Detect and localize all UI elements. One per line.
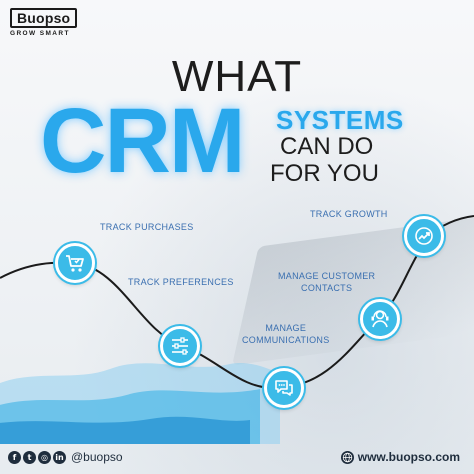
sliders-icon <box>172 337 188 355</box>
social-handle: @buopso <box>71 450 123 464</box>
node-manage-communications <box>264 368 304 408</box>
label-manage-cust-line2: CONTACTS <box>301 283 353 293</box>
linkedin-icon[interactable]: in <box>53 450 66 464</box>
label-manage-customer-contacts: MANAGE CUSTOMER CONTACTS <box>278 270 375 294</box>
node-track-preferences <box>160 326 200 366</box>
node-manage-customer-contacts <box>360 299 400 339</box>
chat-bubbles-icon <box>275 380 293 396</box>
water-splash-decoration <box>0 363 280 444</box>
label-track-purchases: TRACK PURCHASES <box>100 222 194 232</box>
label-manage-comm-line2: COMMUNICATIONS <box>242 335 330 345</box>
headline-can-do: CAN DO <box>280 133 374 160</box>
shopping-cart-icon <box>66 255 84 272</box>
headline-systems: SYSTEMS <box>276 105 404 135</box>
headline-crm: CRM <box>40 90 246 192</box>
brand-tagline: GROW SMART <box>10 30 70 37</box>
node-track-growth <box>404 216 444 256</box>
brand-name: Buopso <box>10 8 78 28</box>
globe-icon <box>340 450 354 464</box>
website: www.buopso.com <box>340 450 460 464</box>
label-track-preferences: TRACK PREFERENCES <box>128 277 234 287</box>
facebook-icon[interactable]: f <box>8 450 21 464</box>
label-manage-communications: MANAGE COMMUNICATIONS <box>242 322 330 346</box>
headline-what: WHAT <box>171 52 303 101</box>
headline-for-you: FOR YOU <box>270 160 379 187</box>
brand-logo: Buopso GROW SMART <box>10 8 78 37</box>
contact-support-icon <box>371 310 389 328</box>
label-manage-cust-line1: MANAGE CUSTOMER <box>278 271 376 281</box>
node-track-purchases <box>55 243 95 283</box>
social-icons: f t ◎ in @buopso <box>8 450 123 464</box>
website-url[interactable]: www.buopso.com <box>357 450 460 464</box>
instagram-icon[interactable]: ◎ <box>38 450 51 464</box>
growth-chart-icon <box>415 227 433 245</box>
label-manage-comm-line1: MANAGE <box>265 323 307 333</box>
twitter-icon[interactable]: t <box>23 450 36 464</box>
label-track-growth: TRACK GROWTH <box>310 209 388 219</box>
